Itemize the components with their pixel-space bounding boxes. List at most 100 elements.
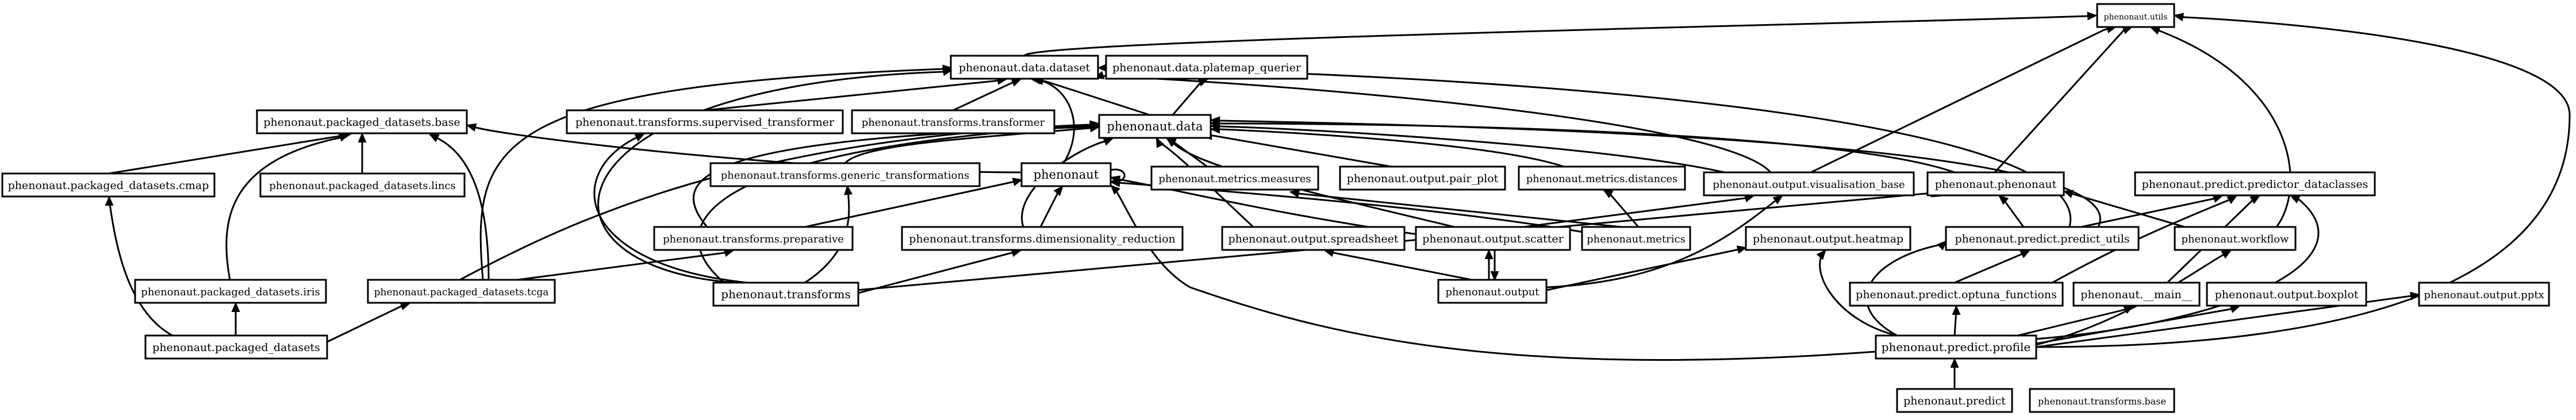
edge-line	[697, 124, 1099, 284]
node-label: phenonaut.transforms.transformer	[862, 117, 1045, 129]
edge-line	[1865, 240, 1947, 337]
edge-line	[1031, 78, 1075, 164]
node-label: phenonaut.transforms.supervised_transfor…	[575, 116, 835, 129]
module-node-pd-iris: phenonaut.packaged_datasets.iris	[134, 279, 327, 304]
edge-phen_phen-to-utils	[1994, 26, 2133, 174]
node-label: phenonaut.output.pptx	[2424, 289, 2544, 301]
edge-line	[597, 69, 952, 284]
node-label: phenonaut.utils	[2104, 13, 2168, 22]
node-label: phenonaut.output.scatter	[1422, 233, 1564, 245]
node-box	[1415, 226, 1571, 251]
node-label: phenonaut.predict.profile	[1882, 340, 2031, 354]
module-node-metrics-measures: phenonaut.metrics.measures	[1150, 165, 1319, 191]
node-box	[1745, 226, 1911, 251]
node-box	[1875, 334, 2037, 360]
edge-tf_transformer-to-data_dataset	[953, 78, 1022, 111]
node-box	[2029, 388, 2175, 413]
node-box	[367, 279, 556, 304]
node-box	[134, 279, 327, 304]
edge-pr_profile-to-main	[2017, 305, 2134, 337]
edge-pd_cmap-to-pd_base	[108, 131, 352, 175]
edge-tf_supervised-to-data_dataset	[704, 76, 1008, 111]
edge-tf_dimred-to-phenonaut	[1039, 186, 1064, 228]
edge-output-to-out_spreadsheet	[1323, 248, 1472, 281]
node-box	[1518, 165, 1686, 191]
edge-metrics_distances-to-data	[1210, 125, 1564, 168]
node-label: phenonaut.predict.predictor_dataclasses	[2142, 178, 2368, 191]
node-label: phenonaut.transforms.base	[2038, 396, 2166, 407]
node-box	[1437, 279, 1548, 304]
node-label: phenonaut.transforms.generic_transformat…	[721, 169, 969, 182]
node-box	[950, 55, 1099, 80]
edge-metrics-to-metrics_measures	[1289, 189, 1622, 228]
module-node-tf-prep: phenonaut.transforms.preparative	[653, 226, 854, 251]
edge-line	[1203, 134, 1392, 168]
node-label: phenonaut.packaged_datasets.base	[263, 116, 460, 129]
module-node-tf-base: phenonaut.transforms.base	[2029, 388, 2175, 413]
module-node-metrics-distances: phenonaut.metrics.distances	[1518, 165, 1686, 191]
edge-line	[1095, 75, 1772, 174]
edge-pd-to-pd_tcga	[327, 302, 411, 343]
arrowhead	[1950, 357, 1959, 368]
node-label: phenonaut	[1034, 168, 1099, 182]
edge-pd-to-pd_iris	[231, 302, 240, 336]
edge-pr_utils-to-data	[1210, 116, 2101, 228]
module-node-data-dataset: phenonaut.data.dataset	[950, 55, 1099, 80]
edge-pr_profile-to-out_pptx	[2036, 291, 2421, 348]
node-box	[1896, 388, 2013, 413]
edge-tf-to-data_dataset	[597, 67, 953, 284]
arrowhead	[1053, 186, 1064, 196]
edge-line	[844, 126, 1099, 164]
edge-output-to-out_heatmap	[1546, 245, 1748, 291]
edge-line	[327, 302, 410, 343]
edge-pr_utils-to-phen_phen	[1998, 195, 2025, 228]
edge-pr_profile-to-out_boxplot	[2036, 305, 2241, 345]
edge-line	[2036, 195, 2320, 340]
node-box	[2174, 226, 2297, 251]
edge-line	[2017, 305, 2133, 337]
edge-predict-to-pr_profile	[1950, 357, 1959, 389]
node-box	[1098, 114, 1212, 139]
module-node-phenonaut: phenonaut	[1020, 162, 1112, 187]
edge-pr_profile-to-pr_utils	[1865, 240, 1947, 337]
arrowhead	[358, 132, 367, 142]
node-label: phenonaut.predict.predict_utils	[1955, 233, 2129, 245]
module-node-out-pptx: phenonaut.output.pptx	[2418, 282, 2550, 307]
edge-line	[1111, 176, 1426, 237]
arrowhead	[2289, 195, 2301, 204]
node-label: phenonaut.__main__	[2080, 288, 2193, 301]
node-box	[259, 172, 466, 198]
module-node-pr-optuna: phenonaut.predict.optuna_functions	[1849, 282, 2064, 307]
module-node-tf-transformer: phenonaut.transforms.transformer	[851, 109, 1055, 134]
module-node-predict: phenonaut.predict	[1896, 388, 2013, 413]
edge-line	[1819, 250, 1898, 337]
module-node-pd-cmap: phenonaut.packaged_datasets.cmap	[1, 172, 216, 198]
node-box	[653, 226, 854, 251]
edge-phenonaut-to-phenonaut	[1110, 168, 1126, 186]
edge-line	[1211, 128, 1564, 168]
edge-pr_profile-to-pr_dataclasses	[2036, 195, 2320, 340]
arrowhead	[1289, 189, 1300, 198]
node-box	[2072, 282, 2201, 307]
edge-line	[1211, 125, 1725, 174]
edge-line	[429, 133, 490, 280]
node-box	[1, 172, 216, 198]
edge-line	[2036, 14, 2571, 348]
edge-line	[704, 78, 1007, 111]
node-label: phenonaut.transforms.preparative	[663, 233, 844, 245]
arrowhead	[1110, 177, 1120, 186]
node-label: phenonaut.predict.optuna_functions	[1856, 288, 2057, 301]
arrowhead	[231, 302, 240, 312]
edge-line	[2151, 26, 2291, 228]
edge-line	[1023, 14, 2097, 57]
node-label: phenonaut.metrics	[1587, 233, 1686, 245]
arrowhead	[1210, 116, 1220, 125]
module-node-pr-utils: phenonaut.predict.predict_utils	[1945, 226, 2140, 251]
edge-pd_iris-to-pd_base	[225, 133, 350, 280]
edge-pd_tcga-to-pd_base	[428, 133, 490, 280]
arrowhead	[1602, 189, 1614, 199]
arrowhead	[2020, 249, 2031, 259]
module-node-data: phenonaut.data	[1098, 114, 1212, 139]
